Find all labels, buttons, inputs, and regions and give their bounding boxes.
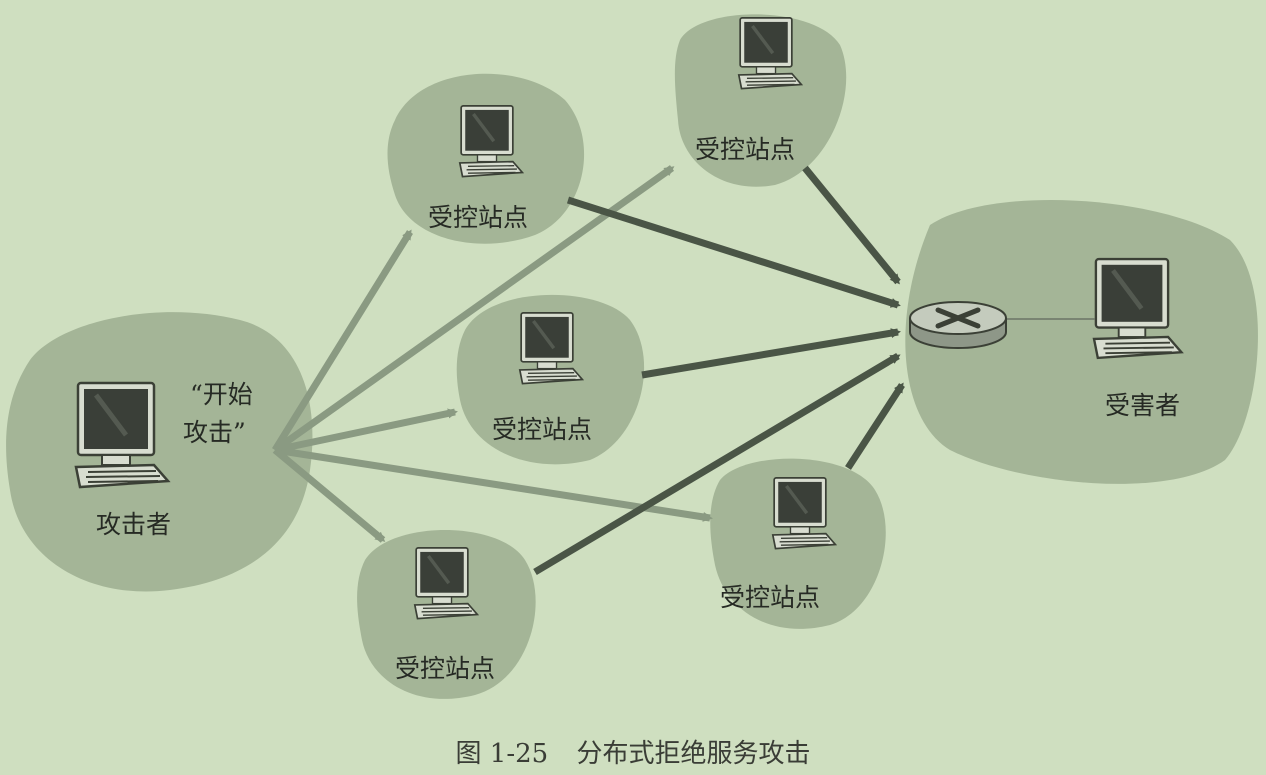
attacker-computer-icon bbox=[76, 383, 168, 487]
zombie-2-blob bbox=[674, 14, 847, 187]
zombie-4-label: 受控站点 bbox=[720, 583, 821, 612]
zombie-1-label: 受控站点 bbox=[428, 203, 529, 232]
victim-label: 受害者 bbox=[1105, 391, 1181, 420]
zombie-1-computer-icon bbox=[458, 104, 525, 179]
zombie-3-computer-icon bbox=[518, 311, 585, 386]
zombie-5-computer-icon bbox=[413, 546, 480, 621]
zombie-2-label: 受控站点 bbox=[695, 135, 796, 164]
router-icon bbox=[909, 301, 1007, 349]
zombie-3-label: 受控站点 bbox=[492, 415, 593, 444]
attacker-blob bbox=[6, 312, 313, 592]
victim-computer-icon bbox=[1094, 259, 1181, 358]
figure-title: 分布式拒绝服务攻击 bbox=[576, 739, 811, 769]
figure-number: 图 1-25 bbox=[455, 739, 549, 769]
zombie-4-computer-icon bbox=[771, 476, 838, 551]
attacker-command-line1: “开始 bbox=[190, 380, 253, 409]
zombie-5-label: 受控站点 bbox=[395, 654, 496, 683]
attacker-command-line2: 攻击” bbox=[183, 418, 246, 447]
figure-caption: 图 1-25 分布式拒绝服务攻击 bbox=[0, 733, 1266, 770]
attack-arrows bbox=[533, 165, 905, 576]
zombie-2-computer-icon bbox=[737, 16, 804, 91]
victim-blob bbox=[905, 199, 1258, 484]
attacker-label: 攻击者 bbox=[96, 510, 172, 539]
